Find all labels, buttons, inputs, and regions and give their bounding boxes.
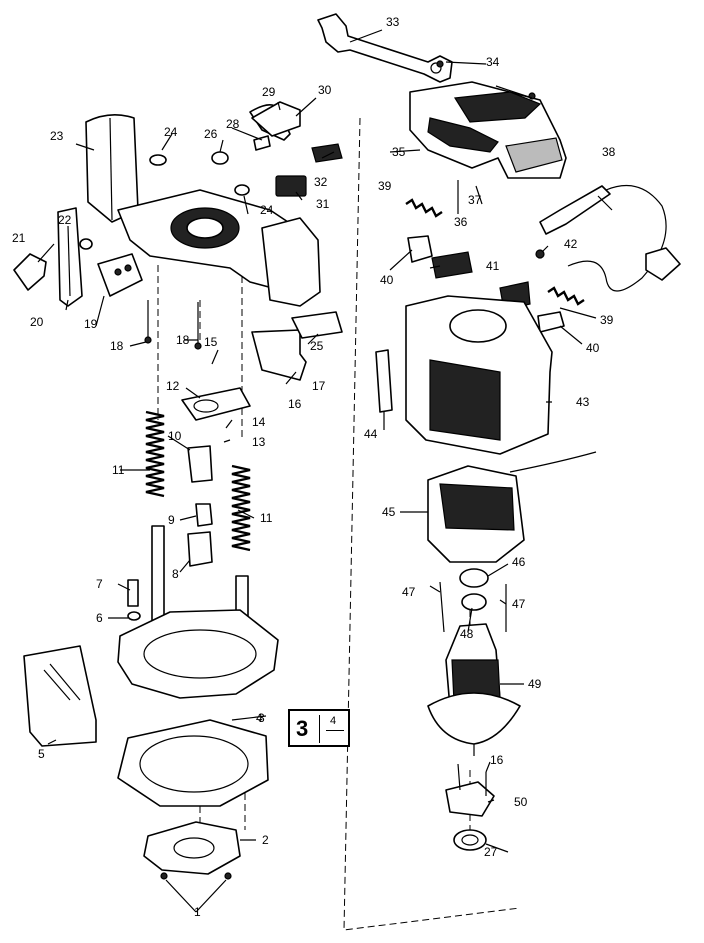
part-label: 35	[392, 145, 406, 159]
part-label: 7	[96, 577, 103, 591]
part-label: 18	[176, 333, 190, 347]
part-label: 5	[38, 747, 45, 761]
part-label: 11	[112, 463, 125, 477]
label-strip-part	[375, 349, 393, 413]
part-label: 21	[12, 231, 26, 245]
part-label: 20	[30, 315, 44, 329]
part-label: 34	[486, 55, 500, 69]
part-label: 15	[204, 335, 218, 349]
field-assembly-part	[427, 451, 597, 563]
cam-part	[253, 135, 271, 151]
part-label: 40	[380, 273, 394, 287]
spring-part	[231, 464, 251, 552]
switch-cover-part	[311, 143, 343, 163]
motor-housing-part	[405, 295, 553, 455]
part-label: 42	[564, 237, 578, 251]
adjust-block-part	[97, 253, 143, 297]
callout-number: 3	[296, 716, 309, 741]
part-label: 37	[468, 193, 482, 207]
part-label: 24	[164, 125, 178, 139]
part-label: 26	[204, 127, 218, 141]
part-label: 36	[454, 215, 468, 229]
part-label: 40	[586, 341, 600, 355]
chip-shield-part	[23, 645, 97, 747]
part-label: 33	[386, 15, 400, 29]
part-label: 22	[58, 213, 72, 227]
part-label: 17	[312, 379, 326, 393]
callout-sub-number: 4	[330, 715, 337, 727]
part-label: 39	[600, 313, 614, 327]
part-label: 8	[172, 567, 179, 581]
part-label: 11	[260, 511, 273, 525]
part-label: 45	[382, 505, 396, 519]
part-label: 48	[460, 627, 474, 641]
part-label: 23	[50, 129, 64, 143]
part-label: 50	[514, 795, 528, 809]
part-label: 47	[512, 597, 526, 611]
dashed-boundary	[343, 117, 521, 931]
reference-callout-box: 3 4	[288, 709, 350, 747]
depth-bracket-part	[57, 207, 83, 307]
part-label: 46	[512, 555, 526, 569]
switch-part	[275, 175, 307, 197]
wrench-part	[317, 13, 453, 83]
part-label: 9	[168, 513, 175, 527]
collet-bracket-part	[181, 387, 251, 421]
part-label: 14	[252, 415, 266, 429]
sub-base-part	[409, 81, 567, 179]
pad-part	[291, 311, 343, 339]
part-label: 44	[364, 427, 378, 441]
sub-base-plate-part	[117, 719, 269, 807]
lock-plate-part	[251, 329, 307, 381]
part-label: 2	[262, 833, 269, 847]
part-label: 6	[96, 611, 103, 625]
part-label: 43	[576, 395, 590, 409]
collet-part	[187, 445, 213, 483]
part-label: 41	[486, 259, 500, 273]
part-label: 28	[226, 117, 240, 131]
bearing-plate-part	[445, 781, 495, 817]
part-label: 47	[402, 585, 416, 599]
part-label: 31	[316, 197, 330, 211]
part-label: 19	[84, 317, 98, 331]
part-label: 30	[318, 83, 332, 97]
handle-cap-part	[85, 114, 139, 223]
armature-part	[427, 623, 521, 756]
part-label: 38	[602, 145, 616, 159]
spring-part	[145, 410, 165, 498]
part-label: 13	[252, 435, 266, 449]
part-label: 25	[310, 339, 324, 353]
part-label: 29	[262, 85, 276, 99]
part-label: 18	[110, 339, 124, 353]
sub-base-part-small	[143, 821, 241, 875]
part-label: 3	[258, 711, 265, 725]
part-label: 1	[194, 905, 201, 919]
lever-part	[251, 101, 301, 137]
part-label: 24	[260, 203, 274, 217]
part-label: 27	[484, 845, 498, 859]
knob-part	[13, 253, 47, 291]
part-label: 12	[166, 379, 180, 393]
part-label: 32	[314, 175, 328, 189]
power-cord-part	[539, 184, 681, 292]
part-label: 49	[528, 677, 542, 691]
part-label: 4	[256, 711, 263, 725]
part-label: 16	[288, 397, 302, 411]
part-label: 39	[378, 179, 392, 193]
part-label: 16	[490, 753, 504, 767]
router-housing-top	[117, 104, 321, 307]
part-label: 10	[168, 429, 182, 443]
router-base	[117, 609, 279, 699]
bearing-part	[453, 829, 487, 851]
